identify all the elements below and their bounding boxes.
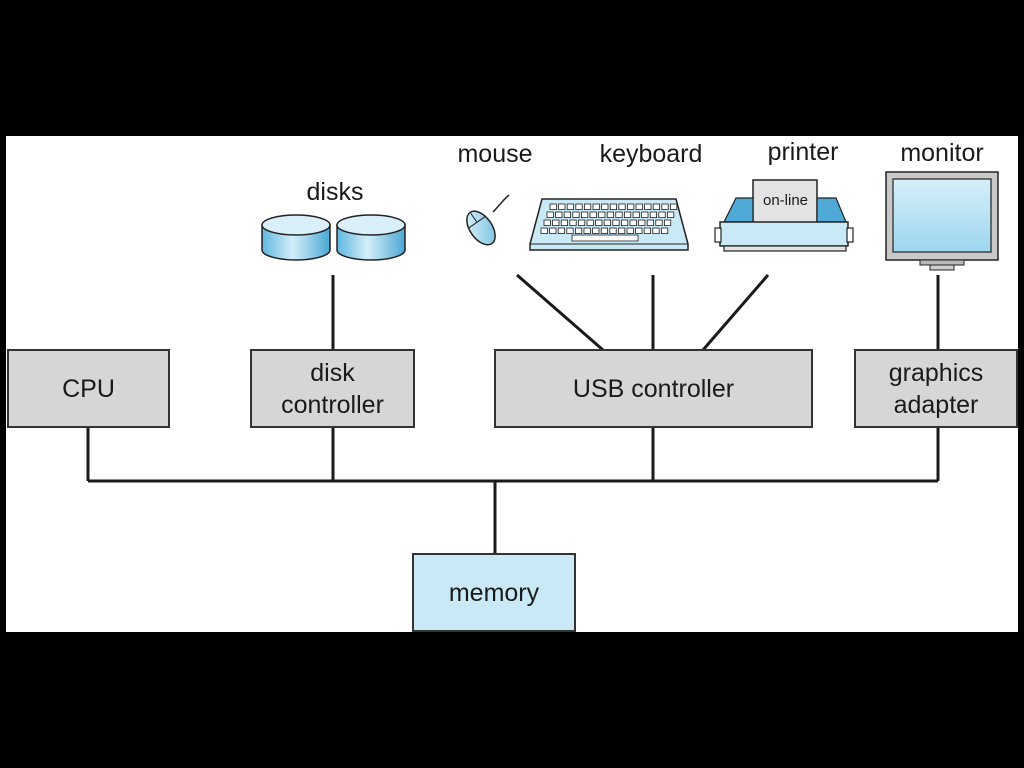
- keyboard-key: [649, 211, 657, 218]
- keyboard-key: [624, 211, 632, 218]
- disks-icon: [261, 214, 406, 261]
- usb-controller-label: USB controller: [572, 374, 735, 403]
- mouse-label: mouse: [457, 140, 533, 168]
- keyboard-key: [583, 227, 591, 234]
- keyboard-key: [543, 219, 551, 226]
- keyboard-key: [598, 211, 606, 218]
- keyboard-label: keyboard: [599, 140, 703, 168]
- keyboard-key: [644, 203, 652, 210]
- disk-controller-label: disk controller: [281, 358, 384, 419]
- keyboard-key: [592, 227, 600, 234]
- keyboard-key: [575, 203, 583, 210]
- keyboard-key: [558, 203, 566, 210]
- keyboard-key: [552, 219, 560, 226]
- cpu-box: CPU: [7, 349, 170, 428]
- graphics-adapter-box: graphics adapter: [854, 349, 1018, 428]
- keyboard-key: [626, 227, 634, 234]
- keyboard-key: [557, 227, 566, 234]
- keyboard-key: [546, 211, 554, 218]
- printer-label: printer: [767, 138, 839, 166]
- keyboard-key: [601, 203, 609, 210]
- keyboard-key: [627, 203, 635, 210]
- keyboard-key: [609, 227, 617, 234]
- keyboard-key: [581, 211, 589, 218]
- keyboard-key: [606, 211, 614, 218]
- keyboard-key: [540, 227, 548, 234]
- mouse-link: [516, 273, 604, 352]
- monitor-label: monitor: [900, 139, 984, 167]
- keyboard-key: [555, 211, 563, 218]
- mouse-icon: [466, 194, 510, 246]
- keyboard-key: [595, 219, 603, 226]
- keyboard-key: [600, 227, 608, 234]
- keyboard-key: [652, 203, 660, 210]
- keyboard-key: [643, 227, 651, 234]
- memory-label: memory: [448, 578, 540, 607]
- keyboard-key: [641, 211, 649, 218]
- keyboard-key: [584, 203, 592, 210]
- keyboard-key: [635, 227, 643, 234]
- cpu-label: CPU: [62, 374, 115, 403]
- keyboard-key: [618, 203, 626, 210]
- keyboard-key: [621, 219, 629, 226]
- keyboard-key: [609, 203, 617, 210]
- keyboard-key: [575, 227, 583, 234]
- keyboard-key: [603, 219, 611, 226]
- keyboard-key: [661, 203, 669, 210]
- keyboard-key: [618, 227, 626, 234]
- usb-controller-box: USB controller: [494, 349, 813, 428]
- keyboard-key: [578, 219, 586, 226]
- keyboard-key: [589, 211, 597, 218]
- keyboard-key: [549, 227, 557, 234]
- keyboard-key: [669, 203, 678, 210]
- printer-icon: [714, 179, 854, 252]
- keyboard-key: [635, 203, 643, 210]
- printer-link: [701, 274, 770, 351]
- keyboard-key: [646, 219, 654, 226]
- keyboard-key: [655, 219, 663, 226]
- memory-box: memory: [412, 553, 576, 632]
- keyboard-key: [638, 219, 646, 226]
- disks-label: disks: [306, 178, 364, 206]
- keyboard-key: [663, 219, 672, 226]
- keyboard-key: [666, 211, 675, 218]
- keyboard-key: [660, 227, 669, 234]
- monitor-icon: [885, 171, 999, 271]
- keyboard-key: [572, 211, 580, 218]
- keyboard-key: [632, 211, 640, 218]
- keyboard-key: [652, 227, 660, 234]
- keyboard-key: [615, 211, 623, 218]
- keyboard-key: [629, 219, 637, 226]
- keyboard-key: [658, 211, 666, 218]
- keyboard-key: [569, 219, 577, 226]
- keyboard-key: [612, 219, 620, 226]
- graphics-adapter-label: graphics adapter: [888, 358, 984, 419]
- keyboard-key: [566, 203, 575, 210]
- printer-status-label: on-line: [762, 192, 809, 209]
- keyboard-key: [566, 227, 574, 234]
- keyboard-key: [549, 203, 557, 210]
- keyboard-key: [592, 203, 600, 210]
- keyboard-key: [586, 219, 594, 226]
- keyboard-key: [560, 219, 569, 226]
- keyboard-key: [563, 211, 572, 218]
- keyboard-icon: [529, 198, 689, 251]
- disk-controller-box: disk controller: [250, 349, 415, 428]
